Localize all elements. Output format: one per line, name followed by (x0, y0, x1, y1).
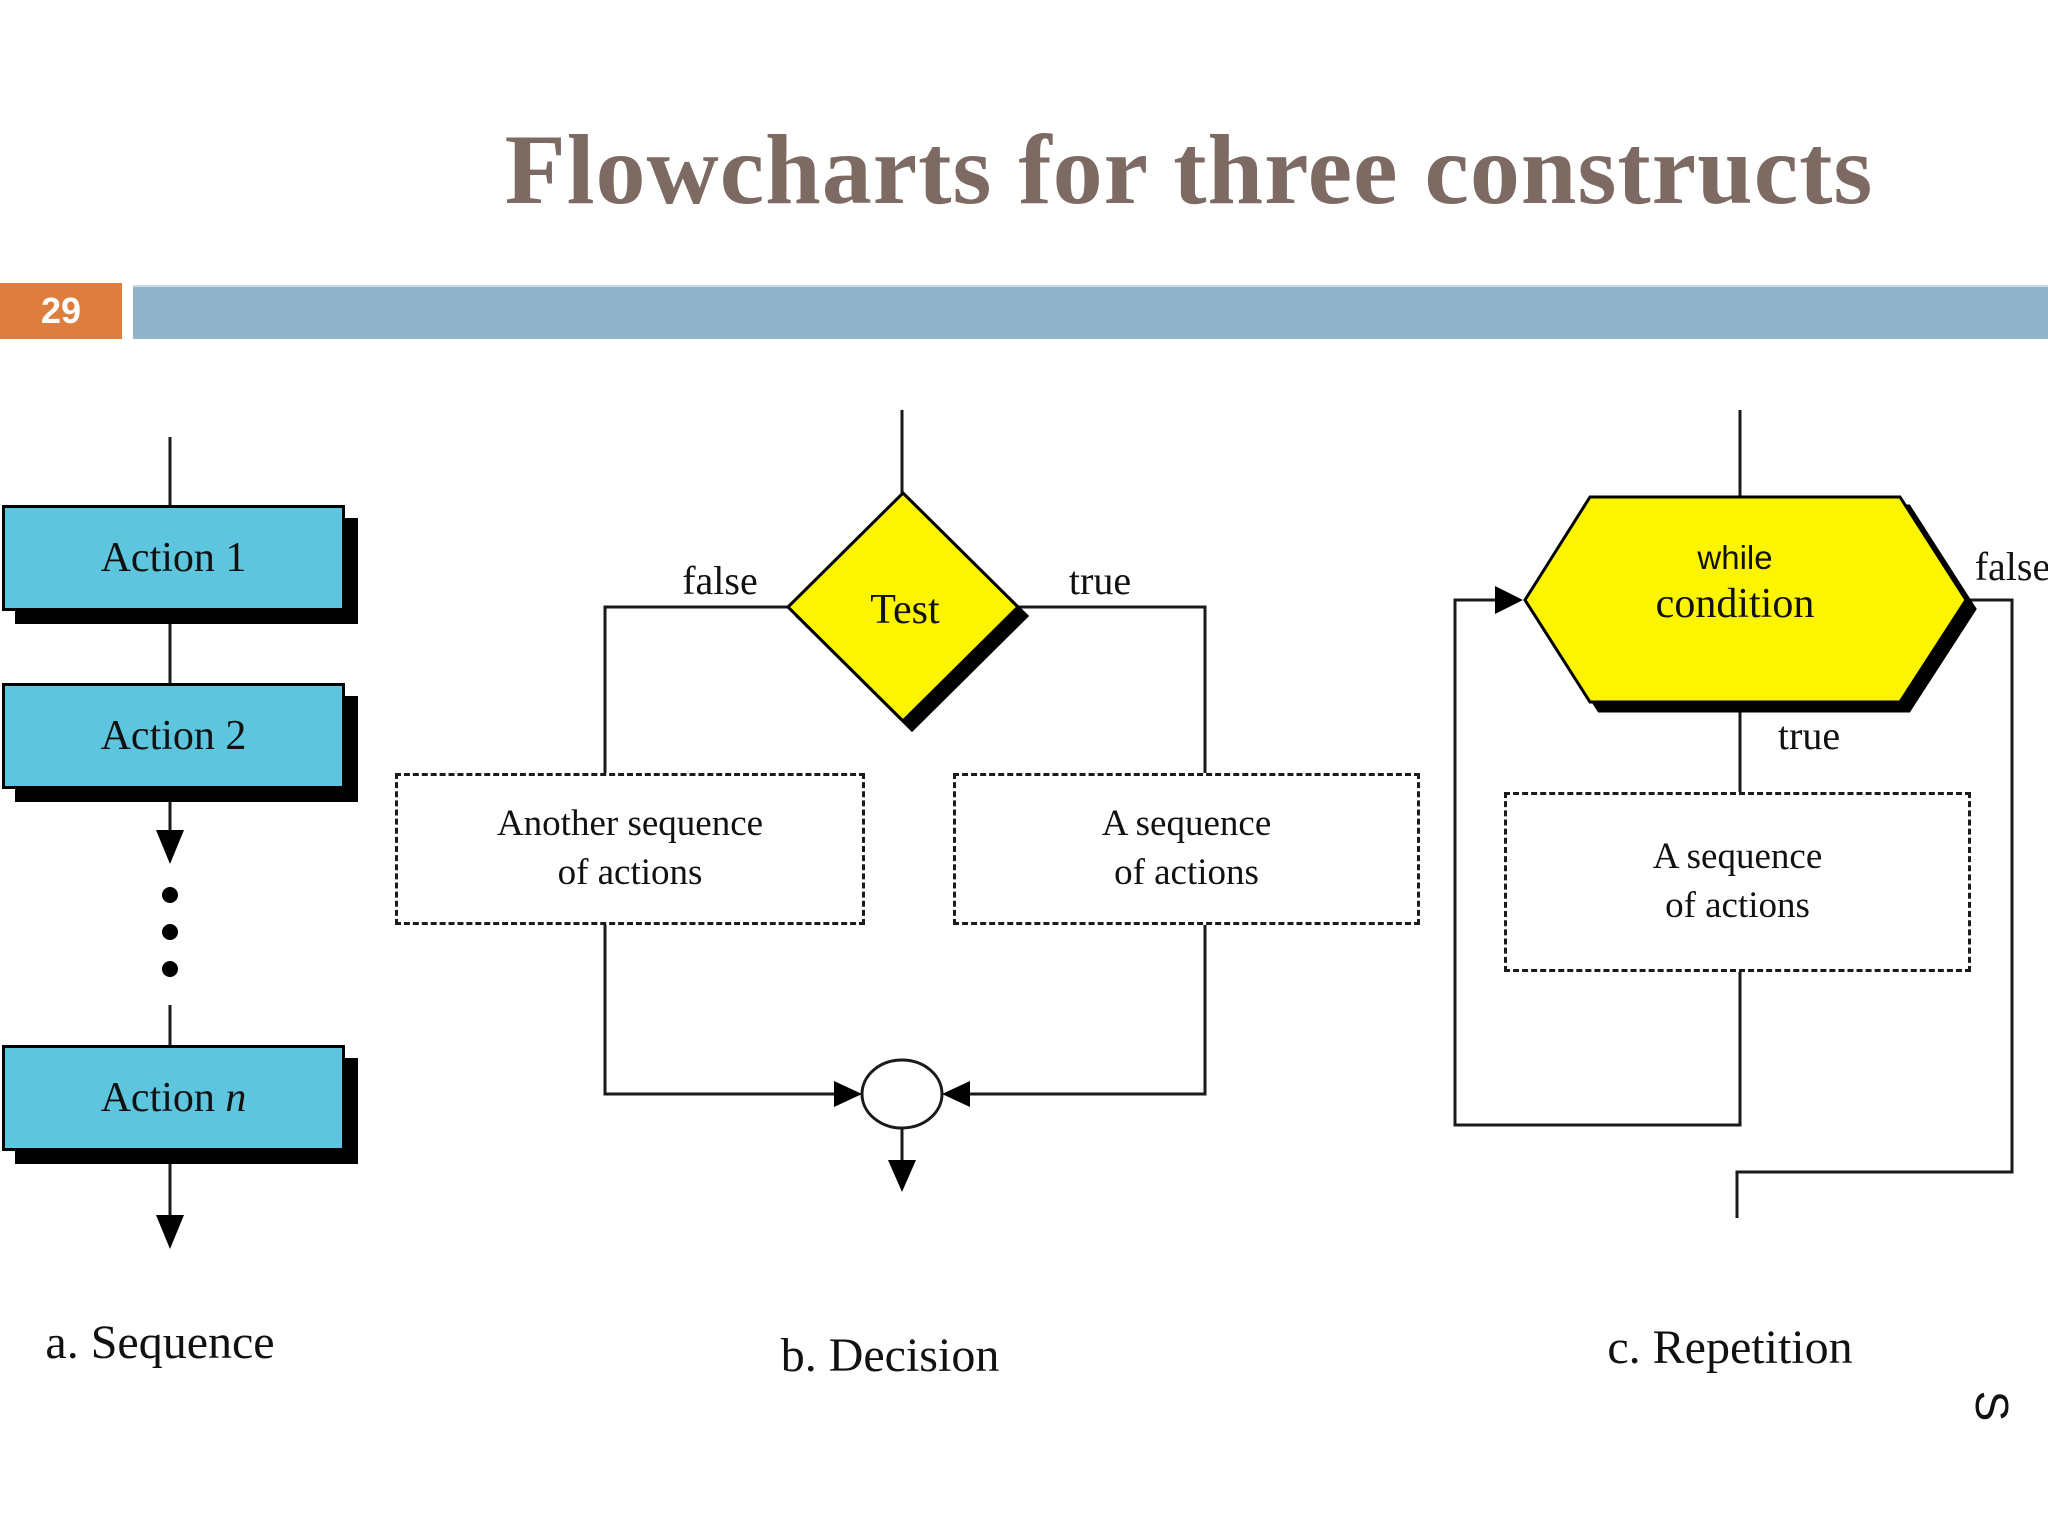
dec-false-merge (605, 925, 838, 1094)
action-box-1-label: Action 1 (100, 535, 247, 581)
while-condition-text: condition (1655, 581, 1815, 628)
caption-decision: b. Decision (780, 1329, 1000, 1382)
seq-arrowhead-exit (156, 1215, 184, 1249)
decision-true-box-line1: A sequence (1101, 803, 1272, 845)
while-hexagon-shape (1525, 497, 1966, 702)
decision-false-box-line1: Another sequence (496, 803, 764, 845)
action-box-1: Action 1 (2, 505, 345, 611)
action-box-2: Action 2 (2, 683, 345, 789)
repetition-body-line2: of actions (1665, 885, 1810, 926)
rep-arrowhead-loop (1495, 586, 1523, 614)
caption-sequence: a. Sequence (45, 1316, 275, 1369)
page-number-badge: 29 (0, 283, 122, 339)
header-bar (133, 285, 2048, 339)
repetition-false-label: false (1974, 544, 2048, 589)
action-box-n-label: Action n (100, 1075, 247, 1121)
slide-title: Flowcharts for three constructs (504, 114, 1874, 225)
merge-circle (862, 1060, 942, 1128)
seq-arrowhead-mid (156, 830, 184, 864)
dec-arrowhead-right (942, 1081, 970, 1107)
rep-loop-back (1455, 600, 1740, 1125)
dec-true-branch (1018, 607, 1205, 773)
action-box-n: Action n (2, 1045, 345, 1151)
test-diamond-shape (788, 493, 1018, 721)
test-diamond-label: Test (870, 587, 940, 633)
action-n-variable: n (225, 1075, 247, 1121)
repetition-true-label: true (1777, 713, 1841, 758)
decision-true-box-line2: of actions (1114, 852, 1259, 893)
caption-repetition: c. Repetition (1607, 1321, 1853, 1374)
seq-ellipsis-dots (162, 887, 178, 977)
page-number: 29 (40, 290, 82, 331)
dec-false-branch (605, 607, 790, 773)
decision-false-action-box: Another sequence of actions (395, 773, 865, 925)
while-hexagon-label: while condition (1540, 537, 1930, 631)
rep-false-path (1737, 600, 2012, 1218)
dec-arrowhead-exit (888, 1160, 916, 1192)
dec-true-merge (966, 925, 1205, 1094)
decision-true-label: true (1068, 558, 1132, 603)
decision-true-action-box: A sequence of actions (953, 773, 1420, 925)
corner-mark-s: S (1966, 1390, 2018, 1422)
dec-arrowhead-left (834, 1081, 862, 1107)
decision-false-label: false (682, 558, 758, 603)
repetition-body-line1: A sequence (1652, 836, 1823, 878)
repetition-body-box: A sequence of actions (1504, 792, 1971, 972)
action-box-2-label: Action 2 (100, 713, 247, 759)
while-keyword: while (1697, 539, 1773, 576)
decision-false-box-line2: of actions (557, 852, 703, 893)
